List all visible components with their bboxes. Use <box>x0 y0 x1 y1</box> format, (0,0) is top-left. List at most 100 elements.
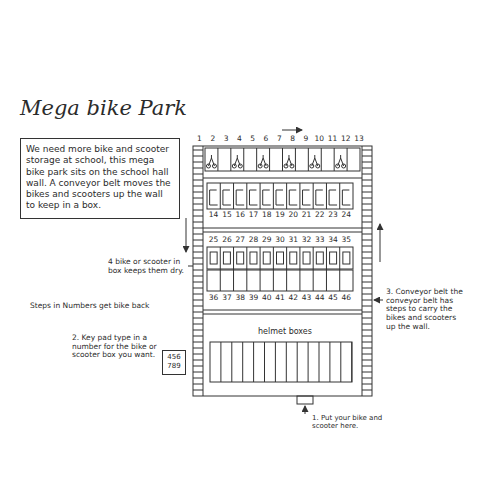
sketch-line <box>343 252 350 264</box>
sketch-line <box>340 342 341 382</box>
callout-number: 22 <box>313 211 326 220</box>
sketch-line <box>362 180 372 181</box>
callout-number: 6 <box>260 135 273 144</box>
sketch-line <box>193 330 203 331</box>
note: 3. Conveyor belt the conveyor belt has s… <box>386 288 466 331</box>
callout-number: 19 <box>274 211 287 220</box>
sketch-line <box>260 155 266 166</box>
sketch-line <box>362 198 372 199</box>
sketch-line <box>193 150 203 151</box>
sketch-line <box>308 148 309 171</box>
sketch-line <box>260 183 261 209</box>
sketch-line <box>286 342 287 382</box>
sketch-line <box>362 336 372 337</box>
callout-number: 43 <box>300 294 313 303</box>
sketch-line <box>193 372 203 373</box>
sketch-line <box>362 186 372 187</box>
node-text: We need more bike and scooter storage at… <box>26 144 174 212</box>
sketch-line <box>289 190 297 205</box>
sketch-line <box>193 360 203 361</box>
sketch-line <box>362 384 372 385</box>
sketch-line <box>326 247 327 291</box>
sketch-line <box>220 247 221 291</box>
sketch-line <box>256 148 257 171</box>
sketch-line <box>237 252 244 264</box>
sketch-line <box>362 306 372 307</box>
sketch-line <box>362 150 372 151</box>
sketch-line <box>264 342 265 382</box>
sketch-line <box>193 222 203 223</box>
sketch-line <box>362 366 372 367</box>
sketch-line <box>362 222 372 223</box>
sketch-line <box>303 252 310 264</box>
sketch-line <box>273 247 274 291</box>
sketch-line <box>193 312 203 313</box>
sketch-line <box>193 258 203 259</box>
callout-number: 24 <box>340 211 353 220</box>
sketch-line <box>362 168 372 169</box>
sketch-line <box>362 348 372 349</box>
callout-number: 34 <box>327 236 340 245</box>
sketch-line <box>193 324 203 325</box>
sketch-line <box>313 247 314 291</box>
sketch-line <box>303 190 311 205</box>
sketch-line <box>334 148 335 171</box>
callout-number: 8 <box>286 135 299 144</box>
callout-number: 41 <box>274 294 287 303</box>
keypad: 456789 <box>162 350 186 375</box>
sketch-line <box>362 246 372 247</box>
sketch-line <box>362 354 372 355</box>
sketch-line <box>362 252 372 253</box>
sketch-line <box>193 216 203 217</box>
sketch-line <box>250 252 257 264</box>
callout-number: 29 <box>260 236 273 245</box>
sketch-line <box>193 186 203 187</box>
sketch-line <box>339 183 340 209</box>
sketch-line <box>193 162 203 163</box>
sketch-line <box>286 247 287 291</box>
sketch-line <box>295 148 296 171</box>
sketch-line <box>193 318 203 319</box>
callout-number: 16 <box>234 211 247 220</box>
sketch-line <box>362 162 372 163</box>
callout-number: 36 <box>207 294 220 303</box>
sketch-line <box>246 183 247 209</box>
sketch-line <box>362 360 372 361</box>
sketch-line <box>308 342 309 382</box>
sketch-line <box>242 342 243 382</box>
callout-number: 5 <box>246 135 259 144</box>
callout-number: 42 <box>287 294 300 303</box>
sketch-line <box>362 288 372 289</box>
sketch-line <box>286 183 287 209</box>
sketch-line <box>312 155 318 166</box>
note: 1. Put your bike and scooter here. <box>312 414 386 430</box>
sketch-line <box>276 190 284 205</box>
sketch-line <box>319 342 320 382</box>
callout-number: 14 <box>207 211 220 220</box>
sketch-line <box>193 336 203 337</box>
callout-number: 32 <box>300 236 313 245</box>
sketch-line <box>275 342 276 382</box>
sketch-line <box>193 264 203 265</box>
sketch-line <box>329 342 330 382</box>
sketch-line <box>193 180 203 181</box>
sketch-line <box>193 288 203 289</box>
callout-number: 11 <box>326 135 339 144</box>
callout-number: 1 <box>193 135 206 144</box>
callout-number: 44 <box>313 294 326 303</box>
sketch-line <box>193 210 203 211</box>
callout-number: 9 <box>299 135 312 144</box>
sketch-line <box>253 342 254 382</box>
sketch-line <box>236 190 244 205</box>
callout-number: 2 <box>206 135 219 144</box>
callout-number: 46 <box>340 294 353 303</box>
sketch-line <box>193 204 203 205</box>
sketch-line <box>193 348 203 349</box>
sketch-line <box>263 252 270 264</box>
sketch-line <box>342 190 350 205</box>
sketch-line <box>193 276 203 277</box>
callout-number: 45 <box>327 294 340 303</box>
callout-number: 38 <box>234 294 247 303</box>
sketch-line <box>193 174 203 175</box>
